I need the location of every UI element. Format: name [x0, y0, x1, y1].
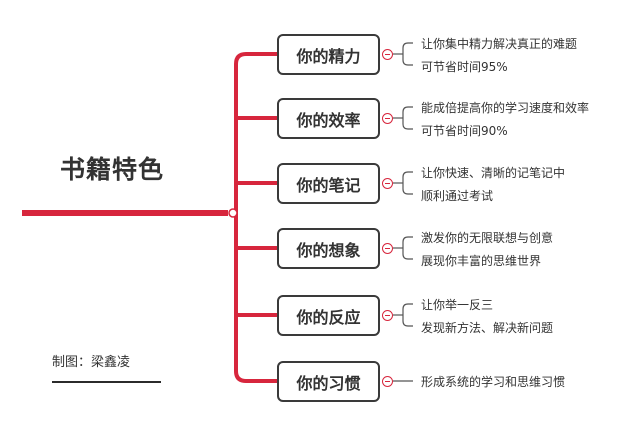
collapse-knob-icon[interactable]	[382, 49, 393, 60]
leaf-text: 可节省时间90%	[421, 124, 508, 138]
leaf-text: 展现你丰富的思维世界	[421, 254, 542, 268]
branch-node-notes: 你的笔记	[277, 163, 380, 204]
collapse-knob-icon[interactable]	[382, 178, 393, 189]
leaf-bracket	[402, 303, 413, 327]
leaf-text: 形成系统的学习和思维习惯	[421, 375, 566, 389]
leaf-bracket	[402, 42, 413, 66]
leaf-text: 顺利通过考试	[421, 189, 494, 203]
leaf-bracket	[402, 106, 413, 130]
branch-node-energy: 你的精力	[277, 34, 380, 75]
leaf-text: 发现新方法、解决新问题	[421, 321, 554, 335]
main-spine	[234, 52, 277, 383]
branch-node-efficiency: 你的效率	[277, 98, 380, 139]
leaf-bracket	[402, 171, 413, 195]
leaf-text: 能成倍提高你的学习速度和效率	[421, 101, 590, 115]
branch-node-habits: 你的习惯	[277, 361, 380, 402]
leaf-text: 让你集中精力解决真正的难题	[421, 37, 578, 51]
leaf-text: 可节省时间95%	[421, 60, 508, 74]
collapse-knob-icon[interactable]	[382, 376, 393, 387]
branch-node-reaction: 你的反应	[277, 295, 380, 336]
mindmap-title: 书籍特色	[60, 155, 165, 184]
trunk-join-knob	[228, 208, 238, 218]
collapse-knob-icon[interactable]	[382, 243, 393, 254]
leaf-text: 让你举一反三	[421, 298, 494, 312]
credit-label: 制图：梁鑫凌	[52, 355, 131, 370]
leaf-text: 激发你的无限联想与创意	[421, 231, 554, 245]
branch-node-imagination: 你的想象	[277, 228, 380, 269]
collapse-knob-icon[interactable]	[382, 310, 393, 321]
collapse-knob-icon[interactable]	[382, 113, 393, 124]
leaf-text: 让你快速、清晰的记笔记中	[421, 166, 566, 180]
leaf-bracket	[402, 236, 413, 260]
